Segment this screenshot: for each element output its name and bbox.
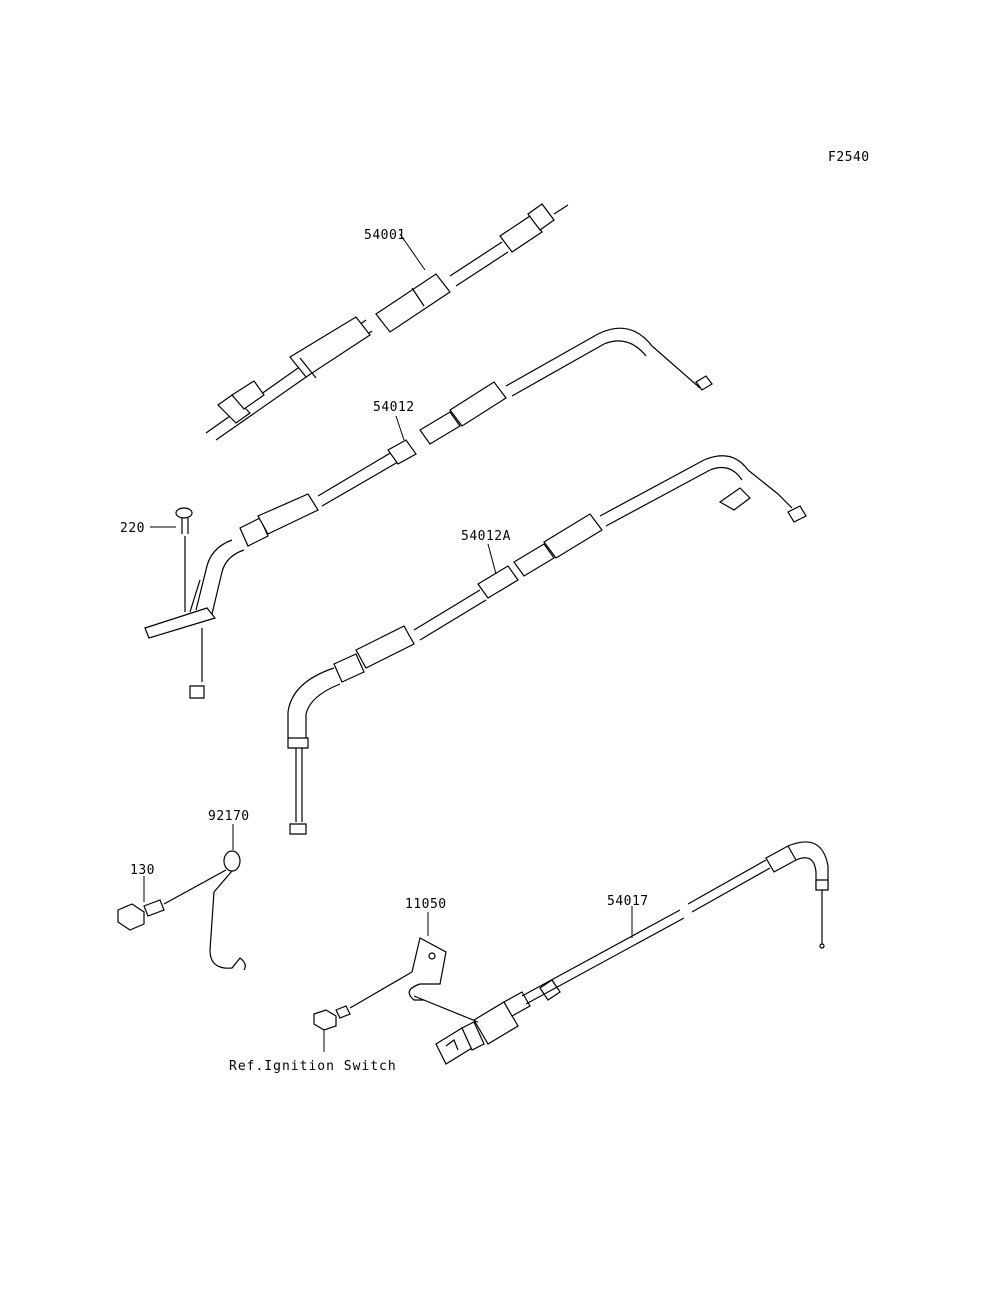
bolt-130 xyxy=(117,869,227,931)
label-54012: 54012 xyxy=(373,400,415,415)
label-54001: 54001 xyxy=(364,228,406,243)
figure-code: F2540 xyxy=(828,150,870,165)
speedometer-cable xyxy=(205,203,569,441)
label-92170: 92170 xyxy=(208,809,250,824)
label-11050: 11050 xyxy=(405,897,447,912)
throttle-cable-54012 xyxy=(144,327,713,639)
label-54012A: 54012A xyxy=(461,529,511,544)
bracket-11050 xyxy=(313,912,447,1052)
throttle-cable-54012A xyxy=(287,455,807,835)
screw-220 xyxy=(150,507,205,699)
choke-cable-54017 xyxy=(413,841,829,1065)
label-54017: 54017 xyxy=(607,894,649,909)
reference-ignition-switch: Ref.Ignition Switch xyxy=(229,1059,397,1074)
label-130: 130 xyxy=(130,863,155,878)
label-220: 220 xyxy=(120,521,145,536)
bracket-92170 xyxy=(209,824,246,971)
